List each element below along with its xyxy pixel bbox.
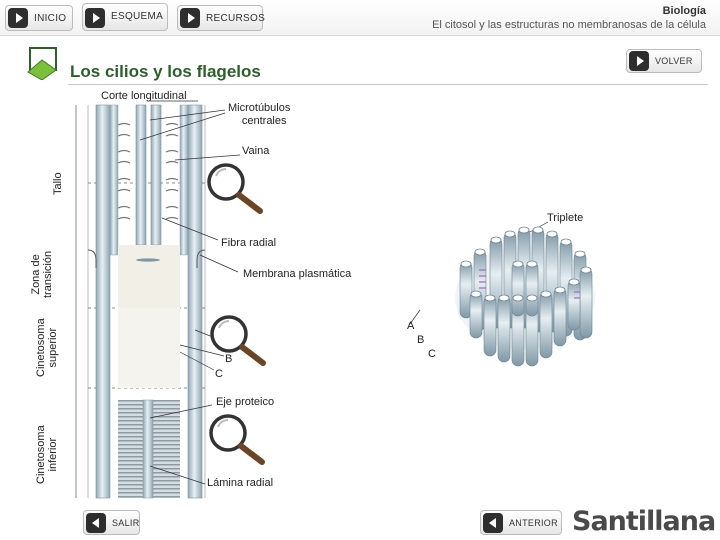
play-icon bbox=[85, 8, 105, 28]
back-icon bbox=[86, 512, 106, 533]
zona-transicion-text-2: transición bbox=[42, 250, 54, 298]
corte-longitudinal-label: Corte longitudinal bbox=[101, 90, 187, 102]
title-divider bbox=[68, 84, 708, 85]
microtubulos-centrales-label: Microtúbulos centrales bbox=[228, 102, 290, 128]
volver-label: VOLVER bbox=[655, 56, 693, 66]
cilium-3d-model bbox=[455, 226, 595, 367]
magnifier-icon[interactable] bbox=[206, 411, 268, 467]
cinetosoma-superior-label: Cinetosoma superior bbox=[35, 318, 59, 377]
subject-header: Biología El citosol y las estructuras no… bbox=[432, 4, 706, 32]
lamina-radial-label: Lámina radial bbox=[207, 477, 274, 489]
triplete-label: Triplete bbox=[547, 212, 584, 224]
anterior-label: ANTERIOR bbox=[509, 517, 558, 528]
subject-name: Biología bbox=[662, 5, 706, 17]
esquema-label: ESQUEMA bbox=[111, 11, 164, 22]
tallo-text: Tallo bbox=[52, 172, 64, 195]
play-icon bbox=[629, 51, 649, 71]
salir-button[interactable]: SALIR bbox=[83, 510, 140, 535]
membrana-plasmatica-label: Membrana plasmática bbox=[243, 268, 352, 280]
cinetosoma-inferior-label: Cinetosoma inferior bbox=[35, 425, 59, 484]
section-icon bbox=[27, 47, 57, 80]
esquema-button[interactable]: ESQUEMA bbox=[82, 3, 168, 31]
b-right-label: B bbox=[417, 334, 425, 346]
sheath-spokes bbox=[117, 122, 179, 220]
play-icon bbox=[180, 8, 200, 28]
recursos-label: RECURSOS bbox=[206, 12, 266, 24]
volver-button[interactable]: VOLVER bbox=[626, 49, 702, 73]
inicio-button[interactable]: INICIO bbox=[5, 5, 73, 31]
zona-transicion-text-1: Zona de bbox=[30, 254, 42, 295]
vaina-label: Vaina bbox=[242, 145, 270, 157]
c-right-label: C bbox=[428, 348, 436, 360]
magnifier-icon[interactable] bbox=[204, 160, 266, 216]
eje-proteico-label: Eje proteico bbox=[216, 396, 275, 408]
c-left-label: C bbox=[215, 368, 223, 380]
salir-label: SALIR bbox=[112, 517, 140, 528]
microtubulos-text-2: centrales bbox=[241, 115, 287, 127]
tallo-label: Tallo bbox=[52, 172, 64, 195]
cinetosoma-superior-text-2: superior bbox=[47, 327, 59, 368]
anterior-button[interactable]: ANTERIOR bbox=[480, 510, 562, 535]
leader-lines bbox=[139, 100, 549, 485]
zona-transicion-label: Zona de transición bbox=[30, 251, 54, 298]
cinetosoma-inferior-text-2: inferior bbox=[47, 437, 59, 472]
topic-name: El citosol y las estructuras no membrano… bbox=[432, 19, 706, 31]
magnifier-icon[interactable] bbox=[207, 312, 269, 368]
a-right-label: A bbox=[407, 320, 415, 332]
back-icon bbox=[483, 512, 503, 533]
b-left-label: B bbox=[225, 353, 233, 365]
cinetosoma-inferior-text-1: Cinetosoma bbox=[35, 425, 47, 484]
play-icon bbox=[8, 8, 28, 28]
recursos-button[interactable]: RECURSOS bbox=[177, 5, 266, 31]
page-title: Los cilios y los flagelos bbox=[70, 62, 261, 81]
cinetosoma-superior-text-1: Cinetosoma bbox=[35, 318, 47, 377]
microtubulos-text-1: Microtúbulos bbox=[228, 102, 291, 114]
inicio-label: INICIO bbox=[34, 12, 67, 24]
fibra-radial-label: Fibra radial bbox=[221, 237, 277, 249]
santillana-logo: Santillana bbox=[572, 506, 716, 537]
